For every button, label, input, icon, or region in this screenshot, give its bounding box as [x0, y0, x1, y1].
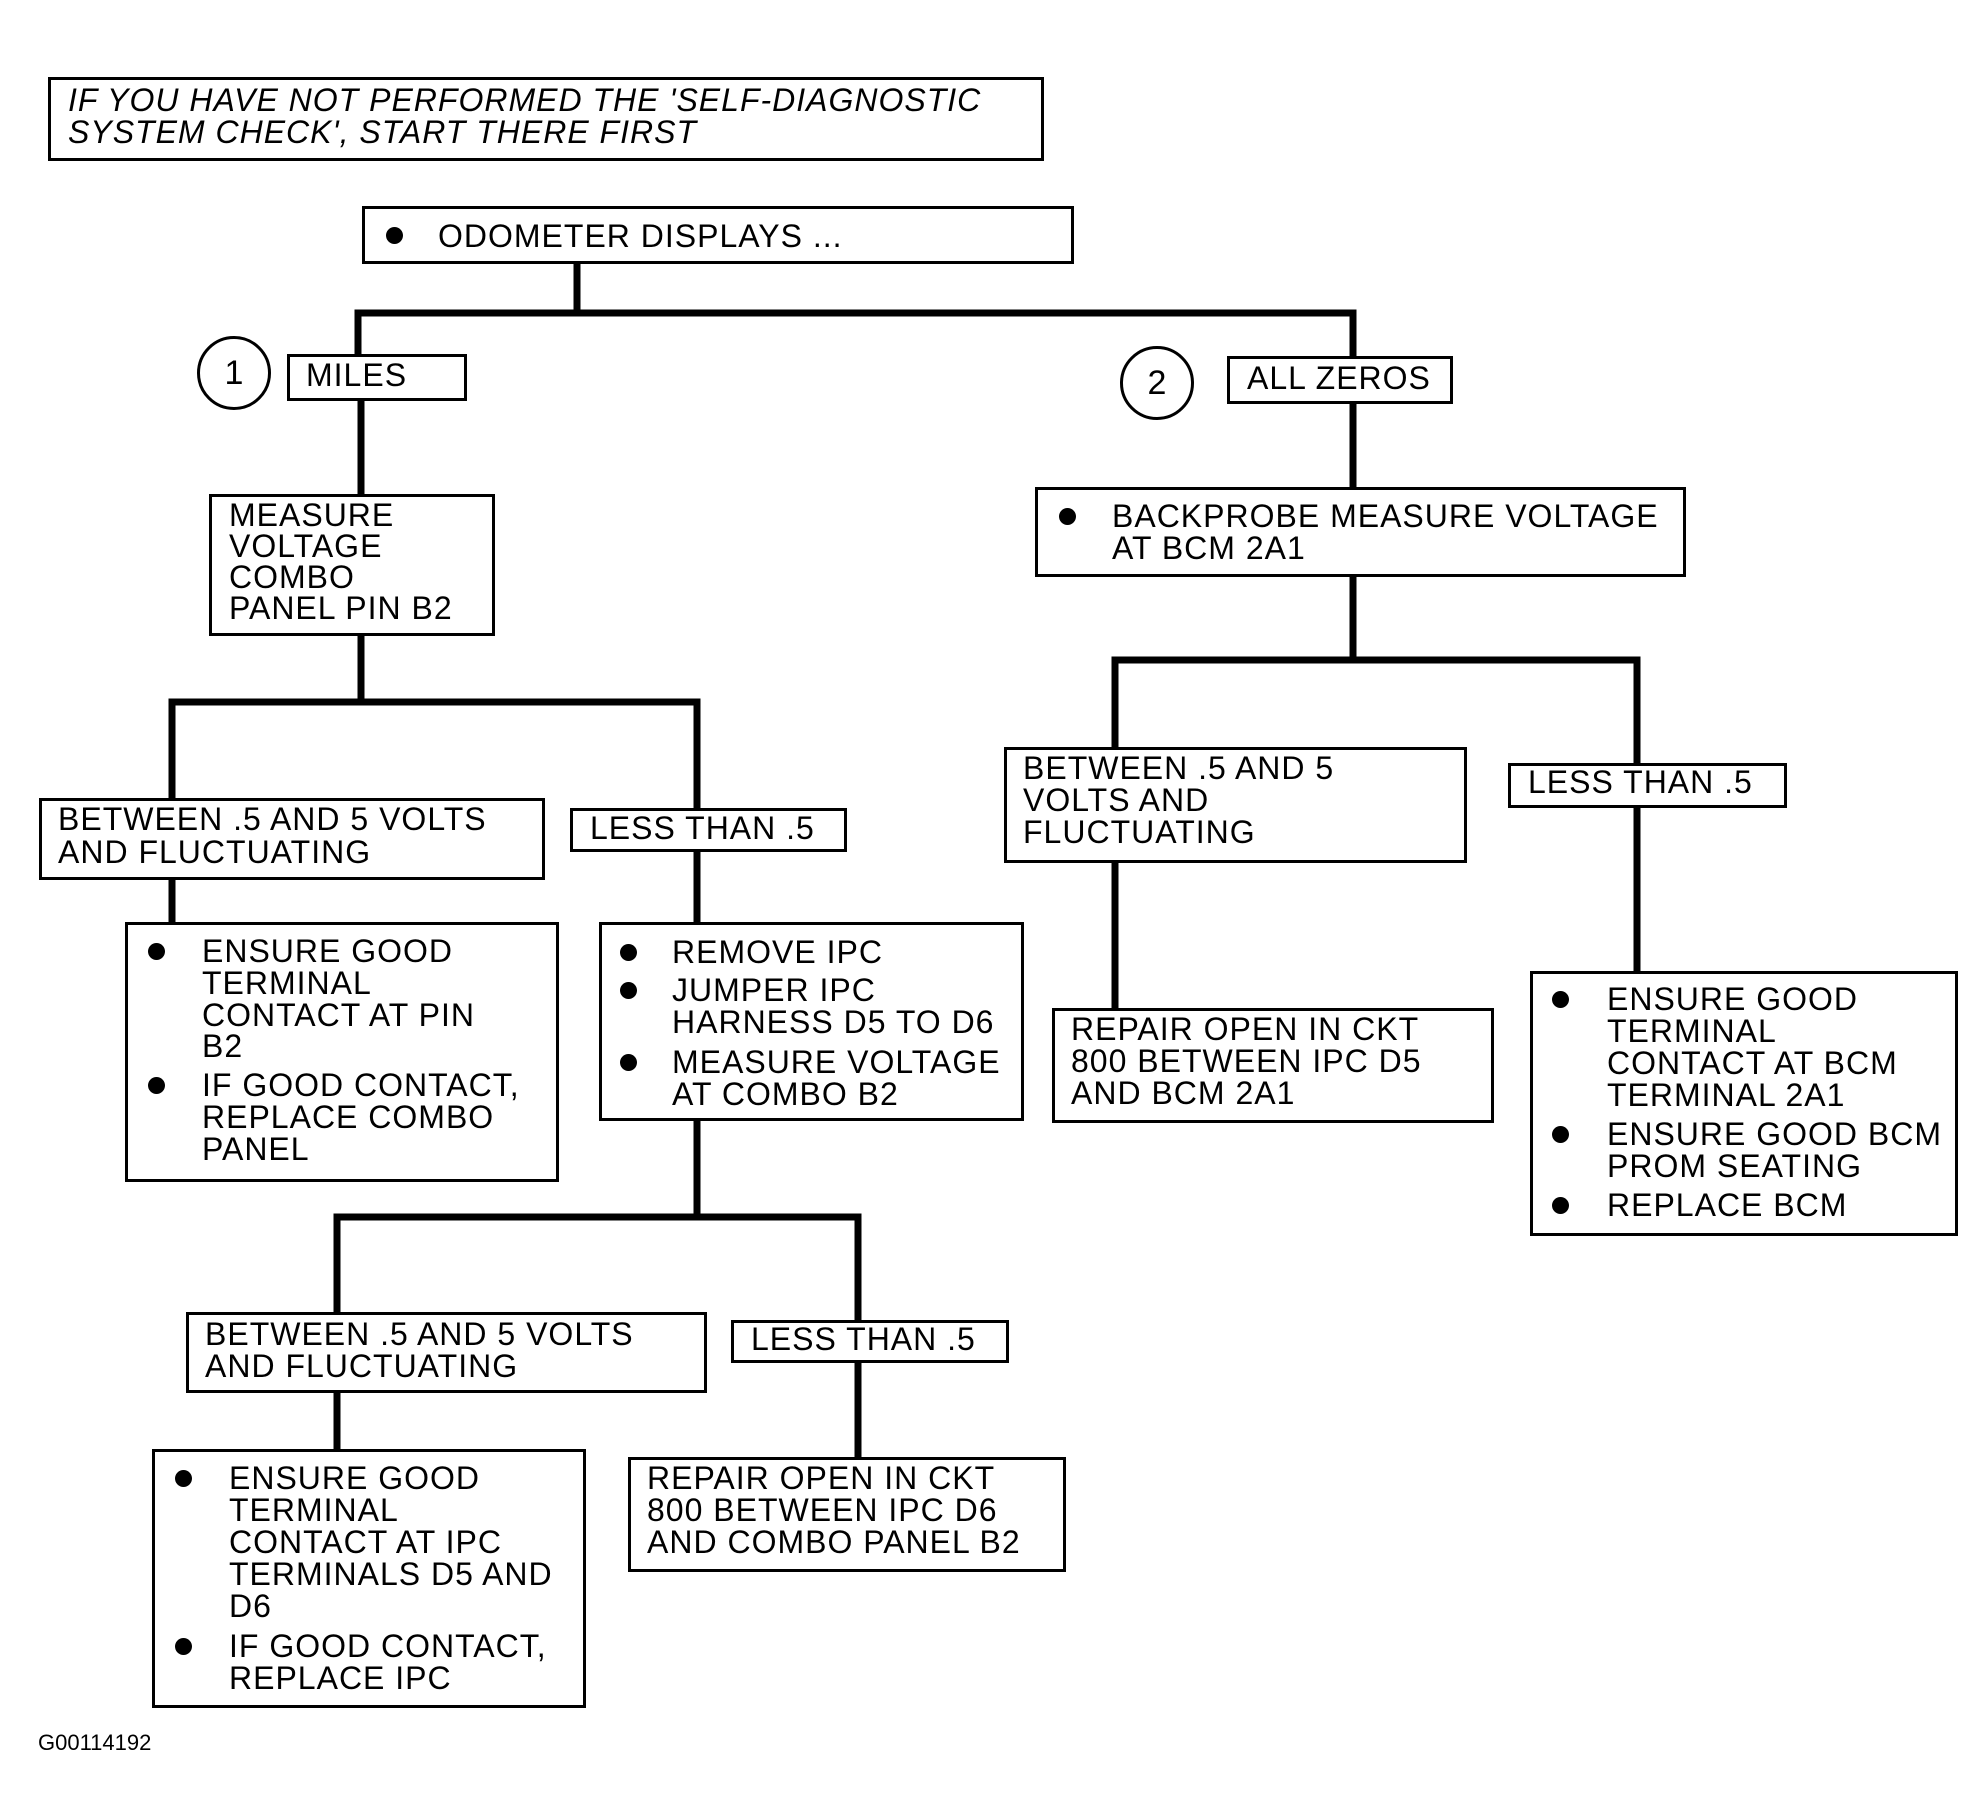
repair-d6-line-2: 800 BETWEEN IPC D6	[647, 1492, 998, 1528]
repair-d6-line-1: REPAIR OPEN IN CKT	[647, 1460, 996, 1496]
measure-combo-box	[209, 494, 495, 636]
bullet-icon	[148, 1077, 165, 1094]
less-than-3-label: LESS THAN .5	[1528, 764, 1753, 800]
ensure-bcm-line-7: REPLACE BCM	[1607, 1187, 1848, 1223]
all-zeros-label: ALL ZEROS	[1247, 360, 1431, 396]
ensure-bcm-line-2: TERMINAL	[1607, 1013, 1777, 1049]
bullet-icon	[1552, 1197, 1569, 1214]
ensure-pin-b2-box	[125, 922, 559, 1182]
ensure-pin-b2-line-5: IF GOOD CONTACT,	[202, 1067, 520, 1103]
connector-remove-branch	[333, 1117, 862, 1324]
measure-combo-line-2: VOLTAGE	[229, 528, 383, 564]
header-note-box	[48, 77, 1044, 161]
backprobe-line-2: AT BCM 2A1	[1112, 530, 1306, 566]
header-note-line-2: SYSTEM CHECK', START THERE FIRST	[68, 114, 697, 150]
backprobe-line-1: BACKPROBE MEASURE VOLTAGE	[1112, 498, 1659, 534]
connector-root-branch	[354, 258, 1357, 358]
between-volts-box-3	[1004, 747, 1467, 863]
marker-label-1: 1	[224, 354, 244, 392]
bullet-icon	[1552, 991, 1569, 1008]
remove-ipc-line-3: HARNESS D5 TO D6	[672, 1004, 995, 1040]
ensure-ipc-line-2: TERMINAL	[229, 1492, 399, 1528]
root-box	[362, 206, 1074, 264]
bullet-icon	[386, 227, 403, 244]
ensure-pin-b2-line-4: B2	[202, 1028, 244, 1064]
remove-ipc-box	[599, 922, 1024, 1121]
bullet-icon	[620, 944, 637, 961]
between-volts-2-line-1: BETWEEN .5 AND 5 VOLTS	[205, 1316, 634, 1352]
between-volts-3-line-1: BETWEEN .5 AND 5	[1023, 750, 1335, 786]
between-volts-3-line-2: VOLTS AND	[1023, 782, 1210, 818]
measure-combo-line-1: MEASURE	[229, 497, 395, 533]
measure-combo-line-3: COMBO	[229, 559, 355, 595]
connector-measure-branch	[168, 632, 701, 812]
figure-id: G00114192	[38, 1730, 152, 1755]
bullet-icon	[620, 1054, 637, 1071]
less-than-box-1	[570, 808, 847, 852]
less-than-box-3	[1508, 763, 1787, 808]
repair-d5-box	[1052, 1008, 1494, 1123]
repair-d5-line-1: REPAIR OPEN IN CKT	[1071, 1011, 1420, 1047]
ensure-bcm-box	[1530, 971, 1958, 1236]
ensure-bcm-line-4: TERMINAL 2A1	[1607, 1077, 1846, 1113]
ensure-bcm-line-5: ENSURE GOOD BCM	[1607, 1116, 1943, 1152]
between-volts-box-2	[186, 1312, 707, 1393]
all-zeros-box	[1227, 356, 1453, 404]
ensure-pin-b2-line-3: CONTACT AT PIN	[202, 997, 475, 1033]
repair-d6-box	[628, 1457, 1066, 1572]
ensure-ipc-line-5: D6	[229, 1588, 272, 1624]
between-volts-1-line-2: AND FLUCTUATING	[58, 834, 372, 870]
ensure-ipc-line-3: CONTACT AT IPC	[229, 1524, 502, 1560]
ensure-ipc-line-1: ENSURE GOOD	[229, 1460, 481, 1496]
ensure-bcm-line-3: CONTACT AT BCM	[1607, 1045, 1898, 1081]
repair-d5-line-3: AND BCM 2A1	[1071, 1075, 1296, 1111]
bullet-icon	[148, 943, 165, 960]
ensure-pin-b2-line-2: TERMINAL	[202, 965, 372, 1001]
remove-ipc-line-2: JUMPER IPC	[672, 972, 876, 1008]
between-volts-3-line-3: FLUCTUATING	[1023, 814, 1256, 850]
bullet-icon	[620, 982, 637, 999]
ensure-ipc-line-4: TERMINALS D5 AND	[229, 1556, 553, 1592]
root-label: ODOMETER DISPLAYS ...	[438, 218, 843, 254]
ensure-pin-b2-line-7: PANEL	[202, 1131, 310, 1167]
measure-combo-line-4: PANEL PIN B2	[229, 590, 453, 626]
less-than-2-label: LESS THAN .5	[751, 1321, 976, 1357]
between-volts-1-line-1: BETWEEN .5 AND 5 VOLTS	[58, 801, 487, 837]
between-volts-2-line-2: AND FLUCTUATING	[205, 1348, 519, 1384]
repair-d5-line-2: 800 BETWEEN IPC D5	[1071, 1043, 1422, 1079]
bullet-icon	[1552, 1126, 1569, 1143]
remove-ipc-line-4: MEASURE VOLTAGE	[672, 1044, 1001, 1080]
header-note-line-1: IF YOU HAVE NOT PERFORMED THE 'SELF-DIAG…	[68, 82, 982, 118]
remove-ipc-line-5: AT COMBO B2	[672, 1076, 899, 1112]
ensure-pin-b2-line-6: REPLACE COMBO	[202, 1099, 495, 1135]
marker-label-2: 2	[1147, 364, 1167, 402]
ensure-ipc-line-7: REPLACE IPC	[229, 1660, 452, 1696]
ensure-bcm-line-6: PROM SEATING	[1607, 1148, 1862, 1184]
ensure-bcm-line-1: ENSURE GOOD	[1607, 981, 1859, 1017]
bullet-icon	[1059, 508, 1076, 525]
marker-circle-2	[1120, 346, 1194, 420]
miles-label: MILES	[306, 357, 408, 393]
ensure-ipc-box	[152, 1449, 586, 1708]
bullet-icon	[175, 1470, 192, 1487]
repair-d6-line-3: AND COMBO PANEL B2	[647, 1524, 1021, 1560]
marker-circle-1	[197, 336, 271, 410]
remove-ipc-line-1: REMOVE IPC	[672, 934, 883, 970]
between-volts-box-1	[39, 798, 545, 880]
miles-box	[287, 354, 467, 401]
ensure-pin-b2-line-1: ENSURE GOOD	[202, 933, 454, 969]
ensure-ipc-line-6: IF GOOD CONTACT,	[229, 1628, 547, 1664]
bullet-icon	[175, 1638, 192, 1655]
backprobe-box	[1035, 487, 1686, 577]
less-than-1-label: LESS THAN .5	[590, 810, 815, 846]
connector-backprobe-branch	[1111, 573, 1641, 767]
less-than-box-2	[731, 1320, 1009, 1363]
